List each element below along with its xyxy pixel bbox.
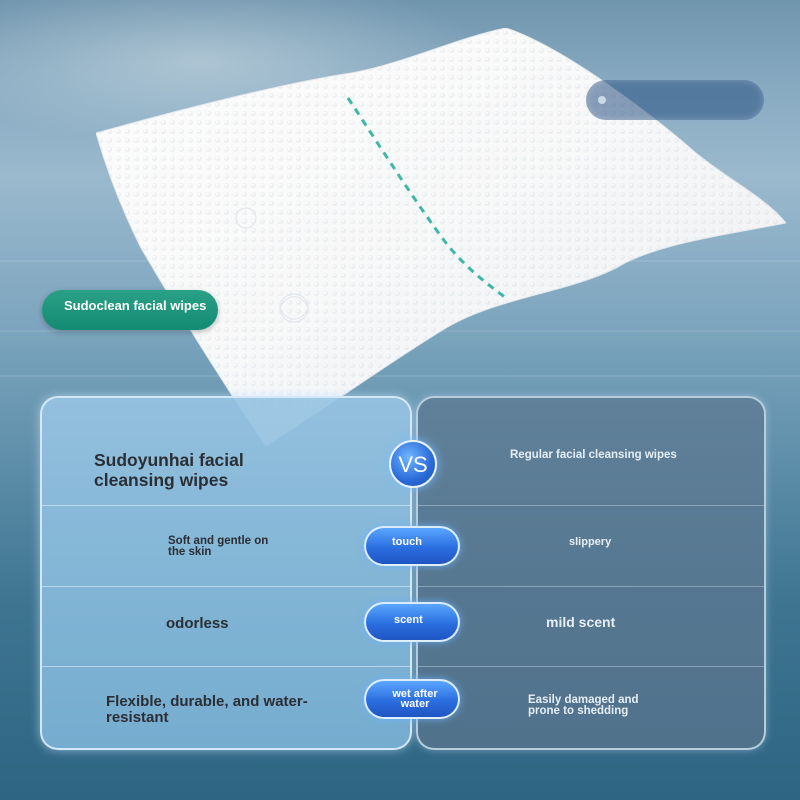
- brand-label-pill: Sudoclean facial wipes: [42, 290, 218, 330]
- regular-panel: [416, 396, 766, 750]
- left-row-touch: Soft and gentle on the skin: [168, 535, 269, 558]
- left-row-wet: Flexible, durable, and water-resistant: [106, 693, 308, 726]
- aspect-chip-wet: wet after water: [364, 679, 460, 719]
- aspect-label: wet after water: [392, 688, 438, 710]
- row-divider: [42, 666, 410, 667]
- aspect-chip-touch: touch: [364, 526, 460, 566]
- right-row-touch: slippery: [569, 536, 612, 548]
- row-divider: [418, 586, 764, 587]
- row-divider: [42, 586, 410, 587]
- water-ripple: [0, 375, 800, 377]
- info-pill: [586, 80, 764, 120]
- row-divider: [418, 505, 764, 506]
- right-row-wet: Easily damaged and prone to shedding: [528, 694, 639, 717]
- right-header: Regular facial cleansing wipes: [510, 449, 677, 461]
- aspect-label: touch: [392, 536, 422, 548]
- brand-label: Sudoclean facial wipes: [64, 298, 207, 313]
- row-divider: [418, 666, 764, 667]
- facial-wipe-image: [96, 28, 786, 447]
- right-row-scent: mild scent: [546, 614, 616, 630]
- bullet-icon: [598, 96, 606, 104]
- aspect-chip-scent: scent: [364, 602, 460, 642]
- aspect-label: scent: [394, 614, 423, 626]
- row-divider: [42, 505, 410, 506]
- sudoyunhai-panel: [40, 396, 412, 750]
- left-header: Sudoyunhai facial cleansing wipes: [94, 450, 244, 490]
- vs-badge: VS: [389, 440, 437, 488]
- left-row-scent: odorless: [166, 615, 229, 632]
